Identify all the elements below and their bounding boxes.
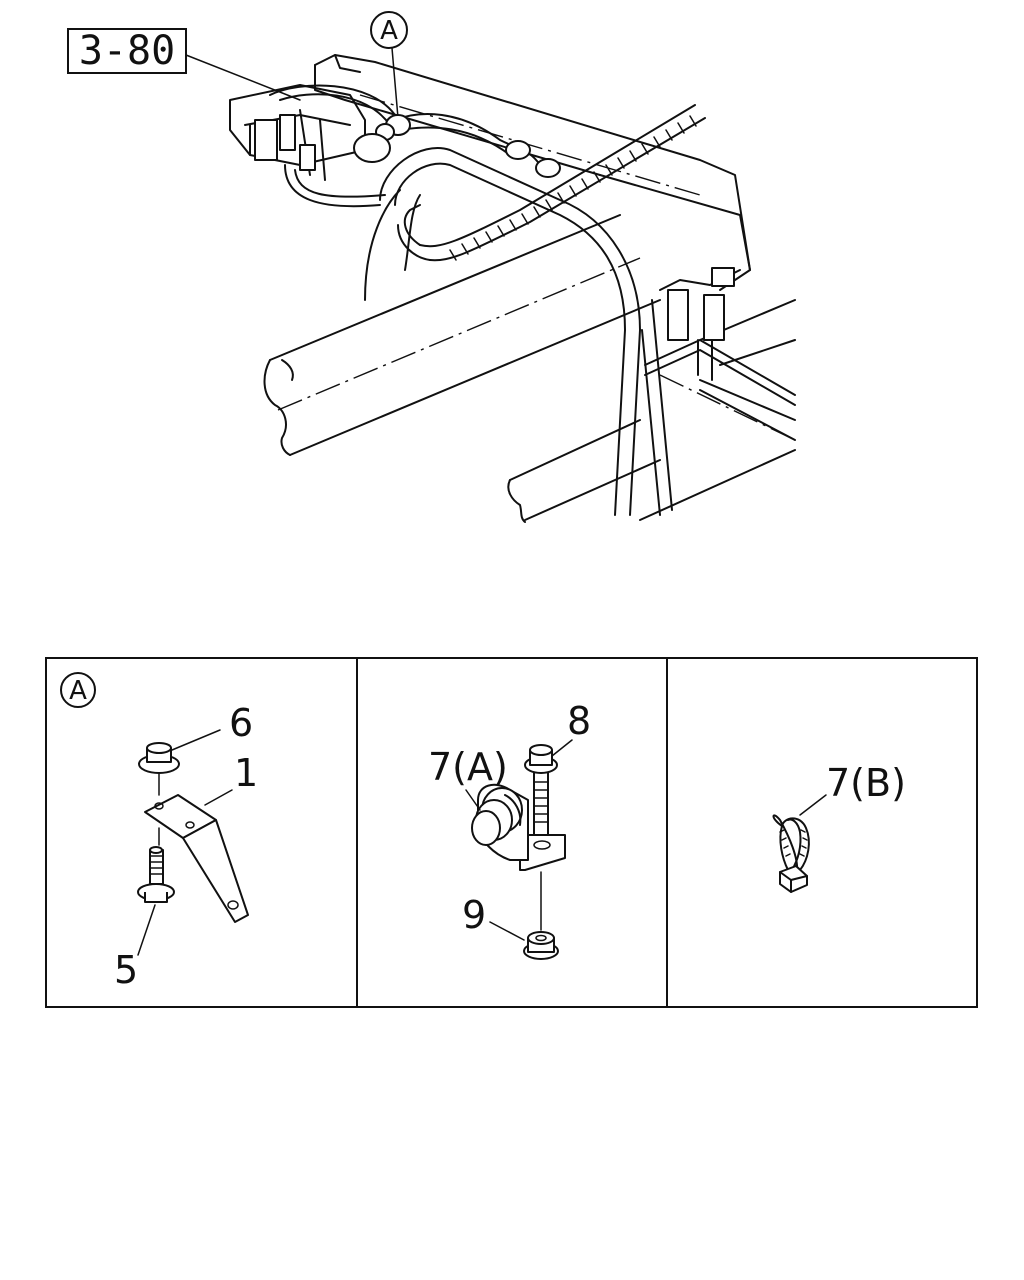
panel-a-badge-letter: A bbox=[69, 676, 87, 706]
callout-a-letter: A bbox=[380, 16, 398, 46]
part-label-6[interactable]: 6 bbox=[229, 701, 253, 745]
panel-a: A 6 1 bbox=[60, 672, 258, 992]
flange-bolt-icon[interactable] bbox=[137, 846, 175, 903]
reference-label: 3-80 bbox=[79, 28, 175, 74]
part-label-1[interactable]: 1 bbox=[234, 751, 258, 795]
bolt-icon[interactable] bbox=[524, 744, 558, 836]
flange-nut-icon[interactable] bbox=[138, 742, 180, 774]
part-label-7a[interactable]: 7(A) bbox=[428, 745, 508, 789]
clip-icon[interactable] bbox=[471, 783, 566, 871]
nut-icon[interactable] bbox=[523, 931, 559, 960]
part-label-9[interactable]: 9 bbox=[462, 893, 486, 937]
frame-assembly-illustration: 3-80 A bbox=[67, 11, 796, 523]
bracket-icon[interactable] bbox=[144, 794, 249, 923]
panel-c: 7(B) bbox=[772, 761, 906, 893]
corrugation-marks bbox=[449, 115, 697, 261]
detail-panels: A 6 1 bbox=[45, 657, 978, 1008]
panel-b: 8 7(A) 9 bbox=[428, 699, 591, 960]
part-label-5[interactable]: 5 bbox=[114, 948, 138, 992]
part-label-7b[interactable]: 7(B) bbox=[826, 761, 906, 805]
part-label-8[interactable]: 8 bbox=[567, 699, 591, 743]
panel-a-badge: A bbox=[60, 672, 96, 708]
panel-frame bbox=[45, 657, 978, 1008]
reference-box[interactable]: 3-80 bbox=[67, 28, 187, 74]
callout-a[interactable]: A bbox=[370, 11, 408, 49]
cable-tie-icon[interactable] bbox=[772, 814, 810, 893]
